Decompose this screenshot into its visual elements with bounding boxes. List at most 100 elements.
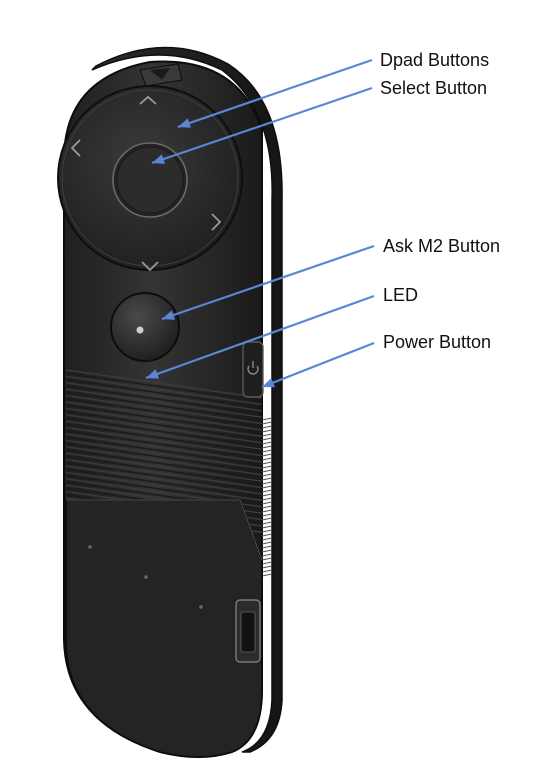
side-rib	[261, 565, 273, 569]
ask-m2-button	[110, 292, 180, 362]
side-rib	[261, 545, 273, 549]
side-rib	[261, 433, 273, 437]
side-rib	[261, 457, 273, 461]
side-rib	[261, 557, 273, 561]
grille-rib	[65, 391, 263, 422]
grille	[65, 369, 273, 577]
side-rib	[261, 469, 273, 473]
side-rib	[261, 421, 273, 425]
grille-rib	[65, 462, 263, 492]
callout-line-select-arrowhead	[152, 154, 165, 164]
grille-rib	[65, 372, 263, 402]
callout-label-select: Select Button	[380, 78, 488, 98]
callout-lines	[145, 58, 375, 389]
side-rib	[261, 489, 273, 493]
chevron-down-icon	[141, 261, 159, 272]
usb-port-inner	[240, 611, 256, 653]
callout-label-dpad: Dpad Buttons	[380, 50, 490, 70]
side-rib	[261, 509, 273, 513]
lower-plate-edge	[66, 499, 263, 561]
grille-rib	[65, 369, 263, 399]
grille-rib	[65, 414, 263, 444]
side-rib	[261, 505, 273, 509]
device-side	[91, 46, 283, 753]
side-rib	[261, 521, 273, 525]
side-rib	[261, 477, 273, 481]
callout-line-power-arrowhead	[262, 377, 275, 388]
screw-dot	[88, 545, 92, 549]
power-icon	[247, 361, 259, 375]
side-rib	[261, 445, 273, 449]
side-rib	[261, 501, 273, 505]
side-rib	[261, 517, 273, 521]
side-rib	[261, 441, 273, 445]
side-rib	[261, 497, 273, 501]
callout-line-select	[151, 86, 373, 165]
lower-plate	[65, 499, 263, 758]
grille-rib	[65, 436, 263, 466]
side-rib	[261, 453, 273, 457]
grille-rib	[65, 468, 263, 498]
screw-dot	[144, 575, 148, 579]
side-rib	[261, 481, 273, 485]
grille-rib	[65, 375, 263, 406]
side-rib	[261, 573, 273, 577]
grille-rib	[65, 407, 263, 438]
screw-dot	[199, 605, 203, 609]
grille-rib	[65, 423, 263, 454]
grille-rib	[65, 471, 263, 502]
side-rib	[261, 553, 273, 557]
callout-line-dpad	[177, 58, 373, 129]
grille-rib	[65, 410, 263, 441]
callout-line-dpad-arrowhead	[178, 118, 191, 128]
side-rib	[261, 493, 273, 497]
callout-line-led	[145, 294, 375, 380]
grille-rib	[65, 439, 263, 470]
callout-label-power: Power Button	[383, 332, 492, 352]
side-rib	[261, 485, 273, 489]
grille-rib	[65, 382, 263, 412]
grille-rib	[65, 394, 263, 425]
grille-rib	[65, 452, 263, 482]
grille-rib	[65, 385, 263, 415]
side-rib	[261, 429, 273, 433]
led	[136, 326, 144, 334]
grille-rib	[65, 430, 263, 460]
callout-line-ask	[161, 244, 375, 321]
grille-rib	[65, 446, 263, 476]
side-rib	[261, 561, 273, 565]
side-rib	[261, 461, 273, 465]
grille-rib	[65, 465, 263, 495]
chevron-left-icon	[70, 139, 81, 157]
select-button-inner	[116, 146, 184, 214]
side-rib	[261, 541, 273, 545]
grille-rib	[65, 426, 263, 457]
power-button	[242, 341, 264, 398]
grille-rib	[65, 417, 263, 447]
side-rib	[261, 449, 273, 453]
callout-line-power	[261, 341, 375, 389]
chevron-up-icon	[139, 95, 157, 105]
side-rib	[261, 437, 273, 441]
dpad-ring-inner-edge	[61, 89, 239, 267]
grille-rib	[65, 474, 263, 505]
side-rib	[261, 513, 273, 517]
side-rib	[261, 465, 273, 469]
top-notch	[150, 68, 170, 80]
grille-rib	[65, 388, 263, 418]
grille-rib	[65, 455, 263, 486]
grille-rib	[65, 449, 263, 479]
grille-rib	[65, 378, 263, 409]
side-rib	[261, 529, 273, 533]
side-rib	[261, 473, 273, 477]
grille-rib	[65, 404, 263, 434]
callout-label-ask-m2: Ask M2 Button	[383, 236, 501, 256]
callout-line-led-arrowhead	[146, 369, 159, 379]
grille-rib	[65, 401, 263, 431]
grille-rib	[65, 458, 263, 489]
callout-line-ask-arrowhead	[162, 310, 175, 320]
side-rib	[261, 533, 273, 537]
callout-label-led: LED	[383, 285, 419, 305]
